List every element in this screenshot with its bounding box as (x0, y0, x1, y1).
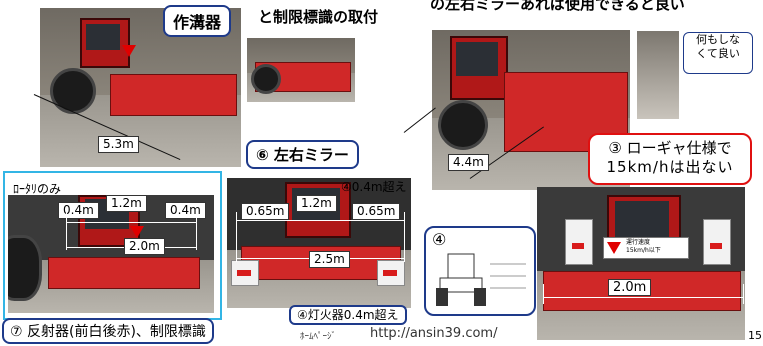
homepage-label: ﾎｰﾑﾍﾟｰｼﾞ (300, 332, 337, 342)
rotary-only-title: ﾛｰﾀﾘのみ (13, 182, 62, 196)
mid-right-offset: 0.65m (352, 203, 401, 220)
rotary-center-width: 1.2m (106, 195, 147, 212)
lights-over-text: ④灯火器0.4m超え (297, 308, 399, 322)
lights-over-note: ④灯火器0.4m超え (289, 305, 407, 325)
tractor-diagram-panel: ④ (424, 226, 536, 316)
low-gear-line2: 15km/hは出ない (606, 158, 734, 176)
nothing-needed-text: 何もしな くて良い (696, 33, 740, 60)
nothing-needed-note: 何もしな くて良い (683, 32, 753, 74)
slow-vehicle-sign-icon (122, 45, 136, 57)
photo-tractor-rear-right (537, 187, 745, 340)
low-gear-line1: ③ ローギャ仕様で (608, 139, 732, 157)
reflector-callout: ⑦ 反射器(前白後赤)、制限標識 (2, 318, 214, 344)
length-label-5.3: 5.3m (98, 136, 139, 153)
right-total-width: 2.0m (608, 279, 652, 296)
furrower-callout: 作溝器 (163, 5, 232, 37)
mid-center-width: 1.2m (296, 195, 337, 212)
width-over-note: ④0.4m超え (341, 180, 407, 194)
mirror-callout: ⑥ 左右ミラー (246, 140, 359, 169)
rotary-right-offset: 0.4m (165, 202, 206, 219)
photo-mirror-closeup (637, 31, 679, 119)
slow-vehicle-sign-icon (130, 226, 144, 238)
tractor-diagram-icon (436, 253, 526, 306)
page-number: 15 (748, 329, 762, 342)
speed-limit-sign: 運行速度 15km/h以下 (603, 237, 689, 259)
diagram-number: ④ (432, 230, 447, 249)
left-heading: と制限標識の取付 (258, 8, 379, 26)
right-heading: の左右ミラーあれば使用できると良い (430, 0, 685, 13)
slow-vehicle-sign-icon (607, 242, 621, 254)
mid-total-width: 2.5m (309, 251, 350, 268)
rotary-total-width: 2.0m (124, 238, 165, 255)
speed-limit-text: 運行速度 15km/h以下 (626, 239, 661, 254)
low-gear-note: ③ ローギャ仕様で 15km/hは出ない (588, 133, 752, 185)
rotary-dim-line (66, 222, 196, 223)
photo-rotary-small (247, 38, 355, 102)
length-arrow-right (403, 107, 436, 133)
rotary-left-offset: 0.4m (58, 202, 99, 219)
homepage-url[interactable]: http://ansin39.com/ (370, 326, 498, 341)
length-label-4.4: 4.4m (448, 154, 489, 171)
mid-left-offset: 0.65m (241, 203, 290, 220)
